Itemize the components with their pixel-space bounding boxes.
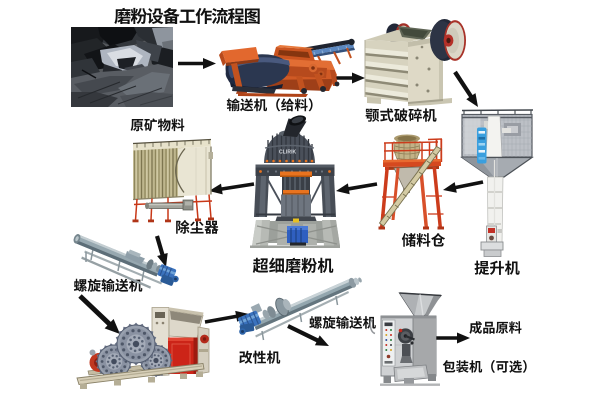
svg-text:CLIRIK: CLIRIK bbox=[279, 150, 297, 156]
